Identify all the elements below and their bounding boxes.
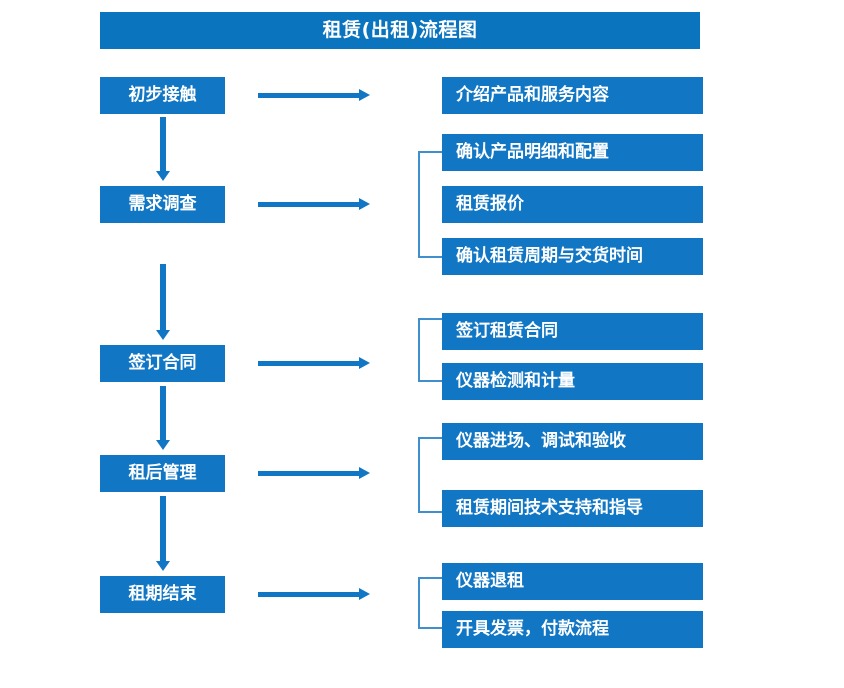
vertical-arrow-2 xyxy=(155,264,171,340)
stage-box-1[interactable]: 初步接触 xyxy=(100,77,225,114)
arrow-head-right-icon xyxy=(359,198,370,210)
arrow-head-right-icon xyxy=(359,588,370,600)
detail-box-1[interactable]: 介绍产品和服务内容 xyxy=(442,77,703,114)
detail-label-5: 签订租赁合同 xyxy=(456,321,558,341)
group-bracket-3 xyxy=(418,437,442,513)
group-bracket-2 xyxy=(418,318,442,382)
arrow-shaft xyxy=(160,496,166,561)
arrow-head-right-icon xyxy=(359,467,370,479)
vertical-arrow-3 xyxy=(155,386,171,450)
detail-label-1: 介绍产品和服务内容 xyxy=(456,85,609,105)
group-bracket-1 xyxy=(418,151,442,258)
arrow-shaft xyxy=(258,202,359,207)
arrow-head-down-icon xyxy=(156,440,170,450)
stage-box-5[interactable]: 租期结束 xyxy=(100,576,225,613)
stage-label-2: 需求调查 xyxy=(128,194,197,214)
arrow-shaft xyxy=(160,386,166,440)
stage-box-4[interactable]: 租后管理 xyxy=(100,455,225,492)
chart-title: 租赁(出租)流程图 xyxy=(322,19,478,41)
detail-label-6: 仪器检测和计量 xyxy=(456,371,575,391)
horizontal-arrow-3 xyxy=(258,355,370,371)
detail-box-3[interactable]: 租赁报价 xyxy=(442,186,703,223)
detail-label-4: 确认租赁周期与交货时间 xyxy=(456,246,643,266)
horizontal-arrow-5 xyxy=(258,586,370,602)
stage-label-4: 租后管理 xyxy=(128,463,197,483)
arrow-shaft xyxy=(160,264,166,330)
stage-box-3[interactable]: 签订合同 xyxy=(100,345,225,382)
detail-box-5[interactable]: 签订租赁合同 xyxy=(442,313,703,350)
stage-box-2[interactable]: 需求调查 xyxy=(100,186,225,223)
arrow-shaft xyxy=(258,93,359,98)
detail-box-10[interactable]: 开具发票，付款流程 xyxy=(442,611,703,648)
chart-title-bar: 租赁(出租)流程图 xyxy=(100,12,700,49)
detail-box-7[interactable]: 仪器进场、调试和验收 xyxy=(442,423,703,460)
arrow-shaft xyxy=(258,471,359,476)
vertical-arrow-1 xyxy=(155,117,171,181)
detail-label-2: 确认产品明细和配置 xyxy=(456,142,609,162)
arrow-head-down-icon xyxy=(156,561,170,571)
detail-box-9[interactable]: 仪器退租 xyxy=(442,563,703,600)
horizontal-arrow-2 xyxy=(258,196,370,212)
detail-label-8: 租赁期间技术支持和指导 xyxy=(456,498,643,518)
stage-label-5: 租期结束 xyxy=(128,584,197,604)
detail-box-6[interactable]: 仪器检测和计量 xyxy=(442,363,703,400)
stage-label-3: 签订合同 xyxy=(128,353,197,373)
arrow-shaft xyxy=(160,117,166,171)
detail-box-8[interactable]: 租赁期间技术支持和指导 xyxy=(442,490,703,527)
detail-label-7: 仪器进场、调试和验收 xyxy=(456,431,626,451)
arrow-shaft xyxy=(258,361,359,366)
arrow-head-down-icon xyxy=(156,171,170,181)
arrow-head-right-icon xyxy=(359,89,370,101)
detail-label-3: 租赁报价 xyxy=(456,194,524,214)
detail-box-2[interactable]: 确认产品明细和配置 xyxy=(442,134,703,171)
horizontal-arrow-1 xyxy=(258,87,370,103)
horizontal-arrow-4 xyxy=(258,465,370,481)
vertical-arrow-4 xyxy=(155,496,171,571)
group-bracket-4 xyxy=(418,577,442,629)
arrow-shaft xyxy=(258,592,359,597)
detail-label-10: 开具发票，付款流程 xyxy=(456,619,609,639)
detail-box-4[interactable]: 确认租赁周期与交货时间 xyxy=(442,238,703,275)
detail-label-9: 仪器退租 xyxy=(456,571,524,591)
stage-label-1: 初步接触 xyxy=(128,85,197,105)
arrow-head-right-icon xyxy=(359,357,370,369)
arrow-head-down-icon xyxy=(156,330,170,340)
